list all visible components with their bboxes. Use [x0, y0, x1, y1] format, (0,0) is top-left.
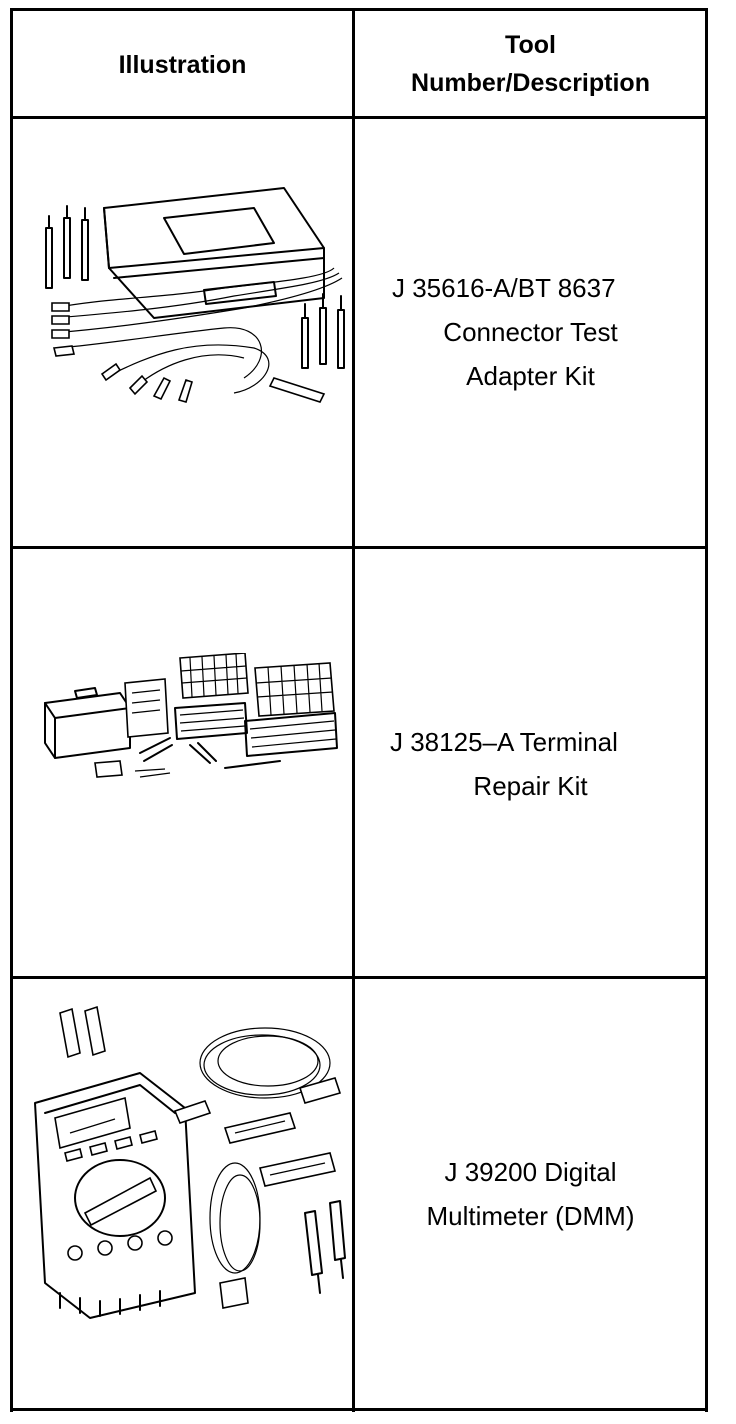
row-1-line-1: J 35616-A/BT 8637 — [392, 273, 616, 303]
row-1-line-3: Adapter Kit — [466, 361, 595, 391]
row-divider — [10, 546, 708, 549]
probe-icon — [45, 205, 89, 289]
column-divider — [352, 8, 355, 1412]
header-illustration: Illustration — [118, 51, 247, 79]
table-border-bottom — [10, 1408, 708, 1411]
header-tool: Tool Number/Description — [356, 26, 705, 102]
connector-test-adapter-kit-illustration — [24, 178, 354, 423]
table-border-top — [10, 8, 708, 11]
header-divider — [10, 116, 708, 119]
fuse-icon — [59, 1005, 106, 1059]
row-3-line-2: Multimeter (DMM) — [426, 1201, 635, 1231]
tool-table: Illustration Tool Number/Description — [10, 8, 708, 1412]
header-tool-line2: Number/Description — [411, 69, 650, 97]
digital-multimeter-illustration — [30, 1003, 350, 1328]
row-1-description: J 35616-A/BT 8637 Connector Test Adapter… — [356, 266, 705, 398]
row-2-description: J 38125–A Terminal Repair Kit — [356, 720, 705, 808]
table-border-left — [10, 8, 13, 1412]
row-2-line-2: Repair Kit — [473, 771, 588, 801]
row-1-line-2: Connector Test — [443, 317, 618, 347]
row-divider — [10, 976, 708, 979]
row-3-line-1: J 39200 Digital — [444, 1157, 617, 1187]
table-border-right — [705, 8, 708, 1412]
terminal-repair-kit-illustration — [40, 652, 340, 788]
row-2-line-1: J 38125–A Terminal — [390, 727, 618, 757]
row-3-description: J 39200 Digital Multimeter (DMM) — [356, 1150, 705, 1238]
header-tool-line1: Tool — [505, 31, 556, 59]
